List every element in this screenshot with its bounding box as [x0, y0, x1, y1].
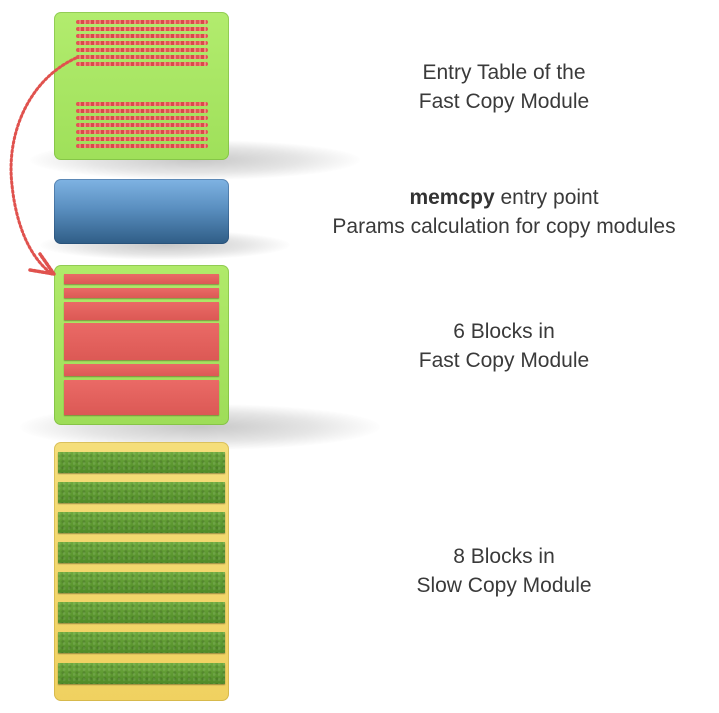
- fast-block: [64, 323, 219, 360]
- fast-block: [64, 288, 219, 298]
- fast-module-label-line1: 6 Blocks in: [453, 320, 555, 343]
- entry-table-block: [54, 12, 229, 160]
- slow-copy-module-block: [54, 442, 229, 701]
- fast-block: [64, 380, 219, 415]
- entry-row: [76, 137, 208, 141]
- memcpy-entry-block: [54, 179, 229, 244]
- slow-block: [58, 482, 225, 503]
- entry-row: [76, 34, 208, 38]
- entry-table-label: Entry Table of the Fast Copy Module: [334, 58, 674, 116]
- memcpy-keyword: memcpy: [409, 186, 495, 209]
- entry-row: [76, 55, 208, 59]
- entry-row: [76, 27, 208, 31]
- entry-row: [76, 144, 208, 148]
- memcpy-label: memcpy entry point Params calculation fo…: [294, 183, 714, 241]
- arrow-head: [28, 252, 56, 276]
- slow-block: [58, 542, 225, 563]
- entry-row: [76, 62, 208, 66]
- slow-block: [58, 602, 225, 623]
- entry-row: [76, 123, 208, 127]
- entry-row: [76, 109, 208, 113]
- slow-block: [58, 452, 225, 473]
- entry-row: [76, 20, 208, 24]
- fast-block: [64, 274, 219, 284]
- slow-block: [58, 572, 225, 593]
- fast-copy-module-block: [54, 265, 229, 425]
- arrow-path: [9, 56, 78, 276]
- entry-row: [76, 130, 208, 134]
- entry-row: [76, 102, 208, 106]
- fast-module-label: 6 Blocks in Fast Copy Module: [334, 317, 674, 375]
- memcpy-label-line2: Params calculation for copy modules: [332, 215, 676, 238]
- entry-row: [76, 48, 208, 52]
- slow-module-label: 8 Blocks in Slow Copy Module: [334, 542, 674, 600]
- slow-block: [58, 512, 225, 533]
- entry-row: [76, 116, 208, 120]
- entry-table-label-line1: Entry Table of the: [422, 61, 586, 84]
- entry-row: [76, 41, 208, 45]
- fast-block: [64, 302, 219, 320]
- memcpy-label-line1: memcpy entry point: [294, 183, 714, 212]
- slow-block: [58, 663, 225, 684]
- fast-module-label-line2: Fast Copy Module: [418, 349, 590, 372]
- fast-block: [64, 364, 219, 376]
- slow-block: [58, 632, 225, 653]
- entry-table-label-line2: Fast Copy Module: [418, 90, 590, 113]
- slow-module-label-line1: 8 Blocks in: [453, 545, 555, 568]
- memcpy-label-rest: entry point: [494, 186, 599, 209]
- slow-module-label-line2: Slow Copy Module: [416, 574, 592, 597]
